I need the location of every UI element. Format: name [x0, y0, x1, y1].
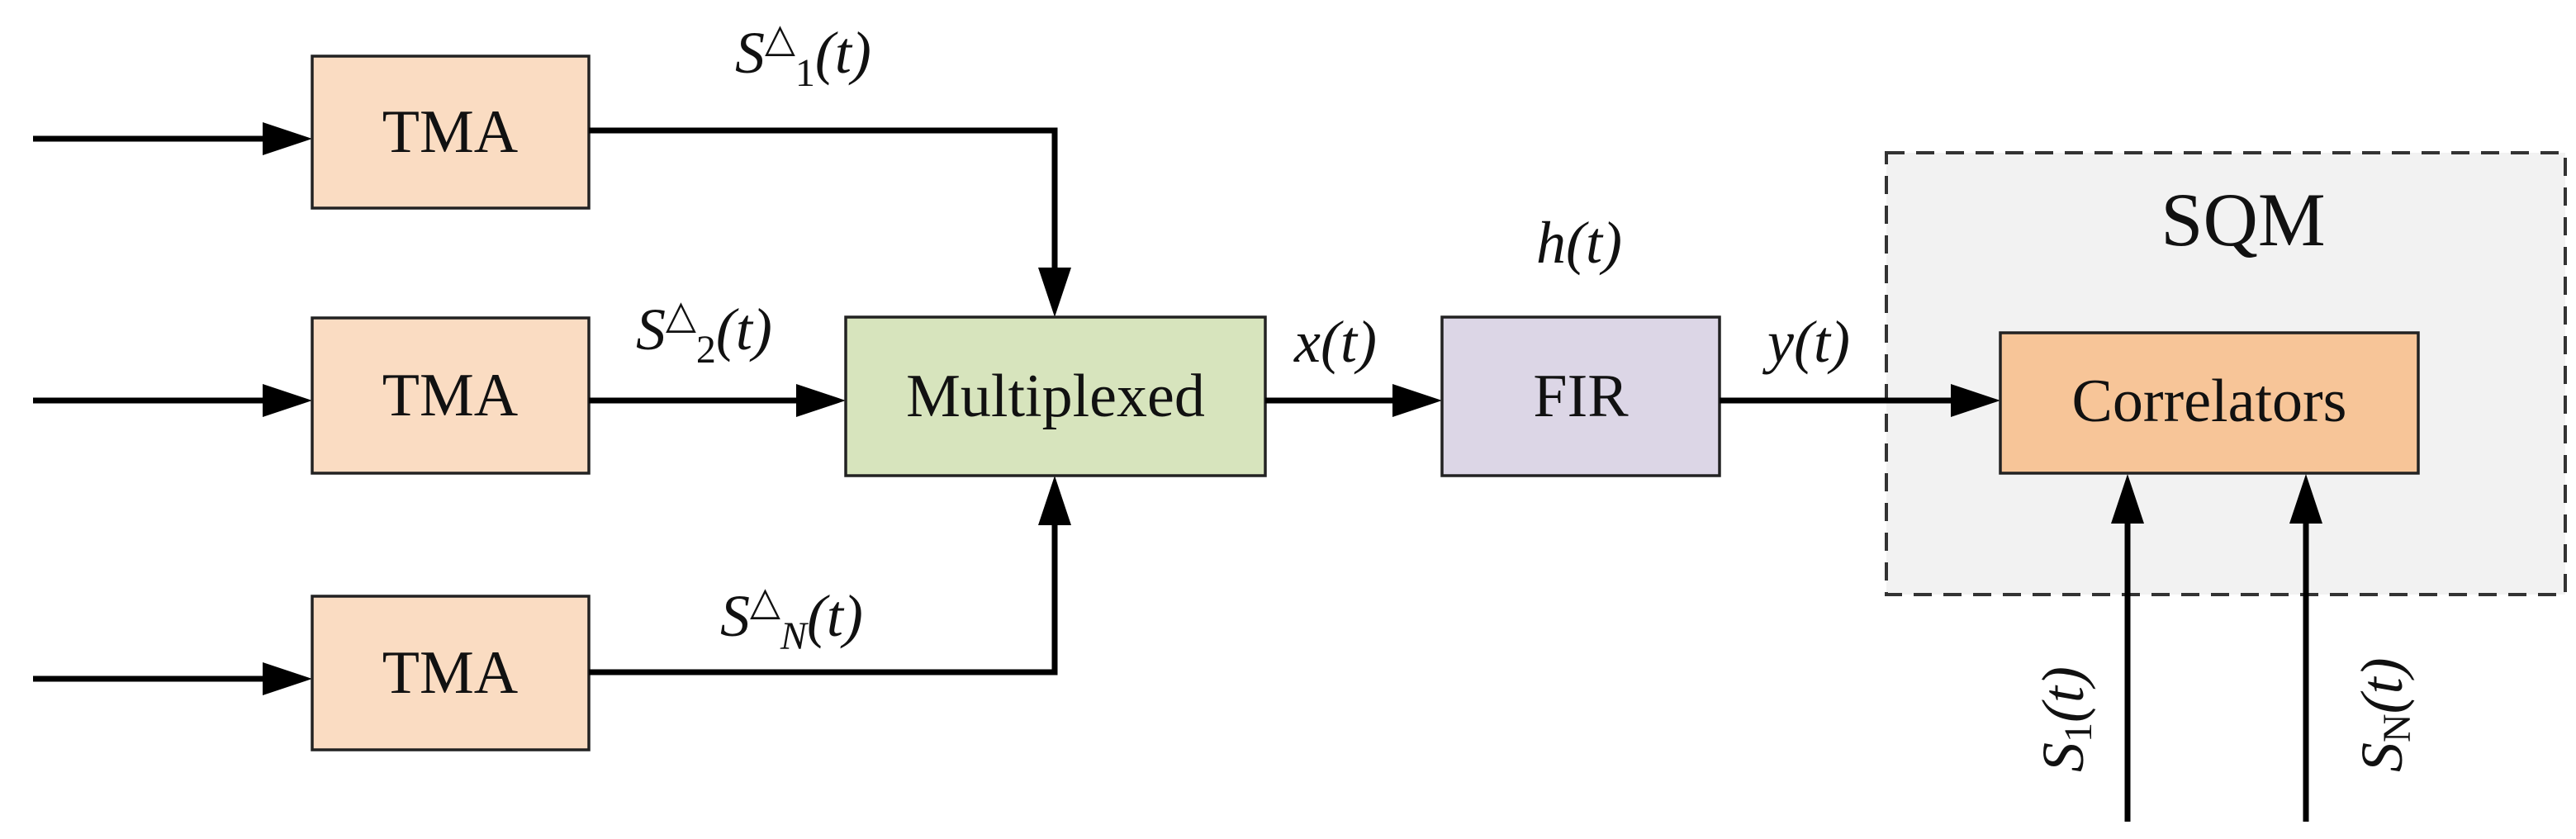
- multiplexer-block: Multiplexed: [844, 315, 1267, 477]
- input-arrows: [33, 122, 312, 695]
- fir-label: FIR: [1533, 363, 1629, 430]
- reference-label-sn: SN(t): [2349, 657, 2419, 772]
- tma-block-n-label: TMA: [382, 639, 518, 707]
- signal-label-sn: S△N(t): [720, 580, 863, 658]
- mux-to-fir-wire: [1265, 384, 1442, 417]
- filter-response-label: h(t): [1536, 210, 1622, 276]
- tma-block-n: TMA: [311, 595, 591, 751]
- fir-output-label: y(t): [1762, 309, 1850, 375]
- tma-block-1-label: TMA: [382, 98, 518, 166]
- reference-label-s1: S1(t): [2030, 666, 2100, 772]
- multiplexer-label: Multiplexed: [906, 363, 1205, 430]
- fir-block: FIR: [1440, 315, 1721, 477]
- tma-block-1: TMA: [311, 55, 591, 210]
- reference-input-wires: [2111, 474, 2322, 822]
- correlators-label: Correlators: [2072, 367, 2347, 435]
- multiplexer-output-label: x(t): [1293, 309, 1377, 375]
- tma-block-2-label: TMA: [382, 362, 518, 429]
- tma-block-2: TMA: [311, 316, 591, 475]
- tma-to-mux-wires: [589, 127, 1071, 675]
- fir-to-correlators-wire: [1720, 384, 2000, 417]
- signal-label-s1: S△1(t): [735, 17, 871, 95]
- correlators-block: Correlators: [1999, 331, 2420, 475]
- sqm-label: SQM: [2161, 178, 2325, 262]
- signal-label-s2: S△2(t): [636, 293, 772, 372]
